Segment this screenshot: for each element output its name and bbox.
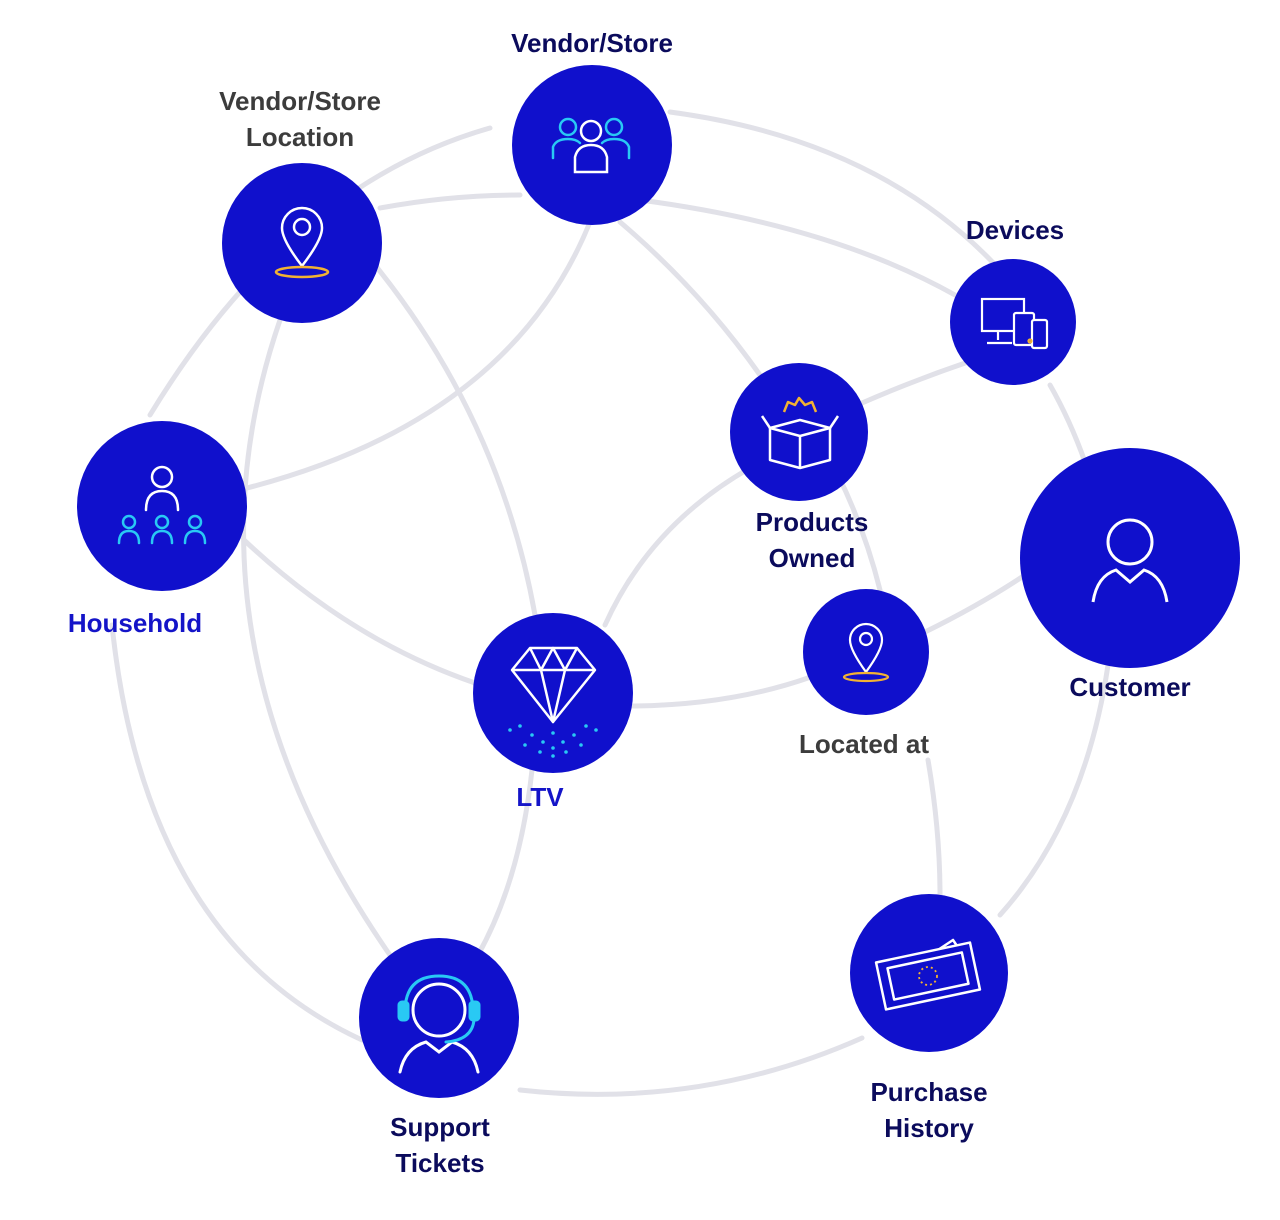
edge-outer-ring bbox=[667, 109, 1003, 273]
label-line: Devices bbox=[965, 215, 1065, 245]
edge-vendor-to-devices bbox=[637, 197, 958, 298]
label-line: Owned bbox=[768, 543, 856, 573]
label-household: Household bbox=[68, 605, 202, 641]
edge-outer-ring bbox=[1047, 382, 1088, 465]
edge-products-to-located bbox=[835, 472, 883, 593]
edge-vendor-to-products bbox=[617, 219, 763, 378]
label-line: Tickets bbox=[395, 1148, 485, 1178]
label-located-at: Located at bbox=[799, 726, 929, 762]
label-line: History bbox=[884, 1113, 974, 1143]
label-line: Support bbox=[390, 1112, 490, 1142]
edge-located-to-customer bbox=[922, 572, 1028, 635]
node-vendor-store-location[interactable] bbox=[222, 163, 382, 323]
label-line: Customer bbox=[1069, 672, 1191, 702]
edge-ltv-to-products bbox=[602, 465, 753, 628]
label-products-owned: Products Owned bbox=[756, 504, 869, 576]
label-line: Vendor/Store bbox=[511, 28, 673, 58]
node-devices[interactable] bbox=[950, 259, 1076, 385]
label-line: LTV bbox=[516, 782, 564, 812]
diamond-icon bbox=[510, 646, 597, 724]
headset-agent-icon bbox=[397, 974, 481, 1074]
open-box-icon bbox=[760, 396, 840, 470]
label-customer: Customer bbox=[1069, 669, 1190, 705]
node-household[interactable] bbox=[77, 421, 247, 591]
edge-outer-ring bbox=[997, 662, 1111, 918]
location-pin-icon bbox=[842, 622, 890, 683]
edge-location-to-support bbox=[241, 317, 395, 961]
node-support-tickets[interactable] bbox=[359, 938, 519, 1098]
devices-icon bbox=[980, 297, 1049, 350]
label-line: Vendor/Store bbox=[219, 86, 381, 116]
label-line: Products bbox=[755, 507, 869, 537]
edge-ltv-to-support bbox=[475, 767, 535, 958]
node-located-at[interactable] bbox=[803, 589, 929, 715]
cash-icon bbox=[874, 938, 982, 1011]
node-purchase-history[interactable] bbox=[850, 894, 1008, 1052]
label-line: Location bbox=[245, 122, 355, 152]
edge-location-to-vendor bbox=[377, 192, 523, 211]
label-support-tickets: Support Tickets bbox=[390, 1109, 490, 1181]
graph-edges bbox=[109, 109, 1111, 1097]
people-group-icon bbox=[551, 117, 631, 174]
person-icon bbox=[1091, 518, 1169, 603]
node-vendor-store[interactable] bbox=[512, 65, 672, 225]
edge-household-to-ltv bbox=[241, 537, 478, 686]
household-hierarchy-icon bbox=[117, 465, 207, 545]
node-ltv[interactable] bbox=[473, 613, 633, 773]
edge-vendor-to-household bbox=[244, 219, 593, 491]
edge-location-to-ltv bbox=[372, 262, 538, 618]
label-purchase-history: Purchase History bbox=[870, 1074, 987, 1146]
node-products-owned[interactable] bbox=[730, 363, 868, 501]
edge-ltv-to-located bbox=[630, 675, 811, 709]
node-customer[interactable] bbox=[1020, 448, 1240, 668]
label-devices: Devices bbox=[966, 212, 1064, 248]
label-line: Purchase bbox=[870, 1077, 988, 1107]
sparkle-dots bbox=[508, 724, 598, 758]
label-vendor-store: Vendor/Store bbox=[511, 25, 673, 61]
label-line: Household bbox=[67, 608, 203, 638]
label-ltv: LTV bbox=[516, 779, 563, 815]
location-pin-icon bbox=[274, 206, 330, 279]
edge-outer-ring bbox=[109, 622, 365, 1043]
edge-located-to-purchase bbox=[925, 757, 943, 898]
edge-outer-ring bbox=[517, 1035, 865, 1097]
edge-products-to-devices bbox=[859, 359, 971, 406]
label-line: Located at bbox=[798, 729, 930, 759]
label-vendor-store-location: Vendor/Store Location bbox=[219, 83, 381, 155]
